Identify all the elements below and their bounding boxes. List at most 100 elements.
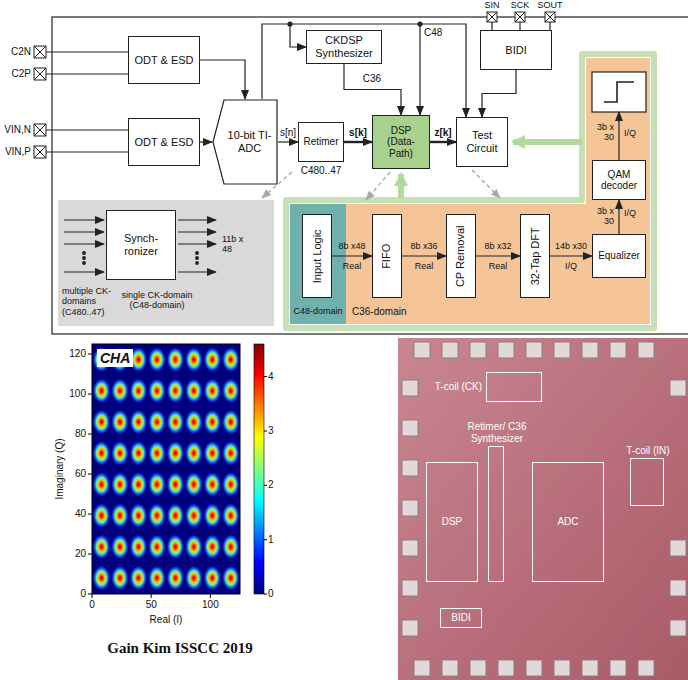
pin-pad — [515, 12, 525, 22]
axis-tick: 0 — [77, 599, 107, 611]
pin-wire — [491, 22, 492, 30]
pin-pad — [487, 12, 497, 22]
clock-wire — [419, 24, 420, 115]
pin-label: SOUT — [535, 0, 565, 10]
data-type-label: I/Q — [624, 128, 636, 138]
block-label: CP Removal — [455, 225, 468, 287]
die-photo — [610, 660, 626, 676]
pin-pad — [545, 12, 555, 22]
block-label: Retimer — [303, 136, 338, 148]
axis-tick: 100 — [195, 599, 225, 611]
colorbar-tick: 1 — [268, 534, 274, 546]
pin-label: SIN — [477, 0, 507, 10]
die-photo — [638, 342, 654, 358]
pin-label: VIN,P — [0, 146, 31, 158]
signal-label: C48 — [424, 27, 442, 39]
data-type-label: I/Q — [624, 208, 636, 218]
debug-path — [262, 170, 500, 200]
signal-label: z[k] — [418, 127, 468, 139]
die-photo — [402, 342, 686, 676]
sync-arrows — [196, 252, 199, 255]
dsp-box: DSP (Data-Path) — [372, 115, 430, 169]
data-type-label: Real — [332, 261, 372, 271]
block-label: Equalizer — [598, 250, 640, 262]
die-photo — [582, 342, 598, 358]
die-photo — [610, 342, 626, 358]
domain-region: C48-domainInput Logic — [290, 204, 346, 324]
data-type-label: Real — [404, 261, 444, 271]
pin-pad — [515, 12, 525, 22]
sync-arrows — [178, 231, 216, 232]
axis-title: Imaginary (Q) — [54, 438, 66, 499]
signal-label: 8b x32 — [473, 241, 523, 251]
die-photo — [498, 660, 514, 676]
die-photo — [442, 660, 458, 676]
die-photo — [498, 342, 514, 358]
die-photo — [554, 660, 570, 676]
die-photo — [398, 338, 688, 680]
process-box: Input Logic — [302, 214, 332, 298]
pin-pad — [34, 68, 46, 80]
die-photo — [402, 540, 418, 556]
signal-label: C36 — [347, 73, 397, 85]
signal-label: 8b x48 — [327, 241, 377, 251]
domain-region: C36-domainFIFOCP Removal32-Tap DFTEquali… — [346, 58, 650, 324]
block-frame — [52, 17, 688, 334]
die-photo — [402, 380, 418, 396]
sync-arrows — [64, 271, 104, 272]
clock-wire — [418, 22, 422, 26]
pin-pad — [34, 46, 46, 58]
constellation-plot — [254, 344, 264, 594]
pin-wire — [46, 151, 128, 152]
block-label: CKDSP Synthesizer — [310, 34, 378, 59]
die-photo — [402, 580, 418, 596]
block-label: Input Logic — [311, 229, 324, 283]
figure-caption: Gain Kim ISSCC 2019 — [30, 640, 330, 657]
pin-wire — [46, 51, 128, 52]
connector-group — [200, 60, 619, 256]
block-label: BIDI — [505, 44, 526, 57]
die-photo — [638, 660, 654, 676]
pin-pad — [34, 12, 555, 158]
block-label: Synch- ronizer — [113, 232, 169, 257]
debug-path — [262, 172, 292, 198]
block-label: DSP (Data-Path) — [376, 125, 426, 160]
die-photo — [402, 500, 418, 516]
axis-tick: 60 — [56, 468, 86, 480]
retimer-box: Retimer — [298, 122, 344, 162]
clock-wire — [262, 24, 466, 117]
pin-wire — [46, 73, 128, 74]
process-box: QAM decoder — [592, 160, 646, 200]
test-feed-arrow — [398, 174, 404, 198]
dsp-frame — [286, 54, 654, 328]
pin-pad — [545, 12, 555, 22]
region-label: single CK-domain (C48-domain) — [110, 290, 204, 311]
pin-pad — [34, 124, 46, 136]
pin-label: C2P — [0, 68, 31, 80]
signal-label: C480..47 — [293, 165, 349, 177]
sync-arrows — [83, 257, 86, 260]
sync-arrows — [64, 220, 216, 272]
die-block: T-coil (CK) — [486, 372, 542, 402]
pin-label: VIN,N — [0, 124, 31, 136]
sync-arrows — [178, 271, 216, 272]
dsp-frame — [286, 54, 654, 328]
connector — [332, 255, 372, 256]
die-photo — [470, 660, 486, 676]
connector — [402, 255, 446, 256]
bus-width-label: 3b x 30 — [590, 122, 614, 143]
connector — [278, 141, 298, 142]
synthesizer-box: CKDSP Synthesizer — [306, 30, 382, 64]
colorbar-tick: 2 — [268, 479, 274, 491]
block-label: ODT & ESD — [134, 136, 193, 149]
block-label: QAM decoder — [596, 169, 642, 192]
constellation-plot — [88, 344, 267, 598]
die-block: T-coil (IN) — [630, 458, 664, 506]
odt-box: ODT & ESD — [128, 118, 200, 166]
die-photo — [414, 342, 430, 358]
connector — [550, 255, 592, 256]
pin-wire — [519, 22, 520, 30]
block-label: 10-bit TI-ADC — [224, 129, 275, 154]
